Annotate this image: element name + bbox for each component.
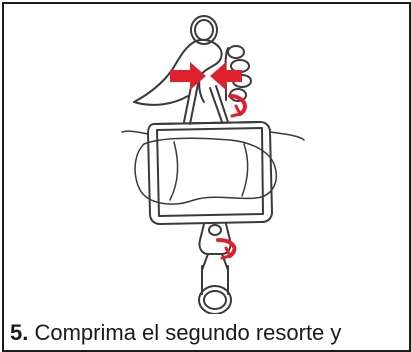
instruction-illustration [4, 4, 409, 314]
holder-frame [148, 122, 272, 224]
bottom-handle [199, 266, 231, 314]
instruction-text: Comprima el segundo resorte y [34, 320, 341, 345]
step-number: 5. [10, 320, 28, 345]
instruction-caption: 5. Comprima el segundo resorte y [10, 320, 341, 346]
